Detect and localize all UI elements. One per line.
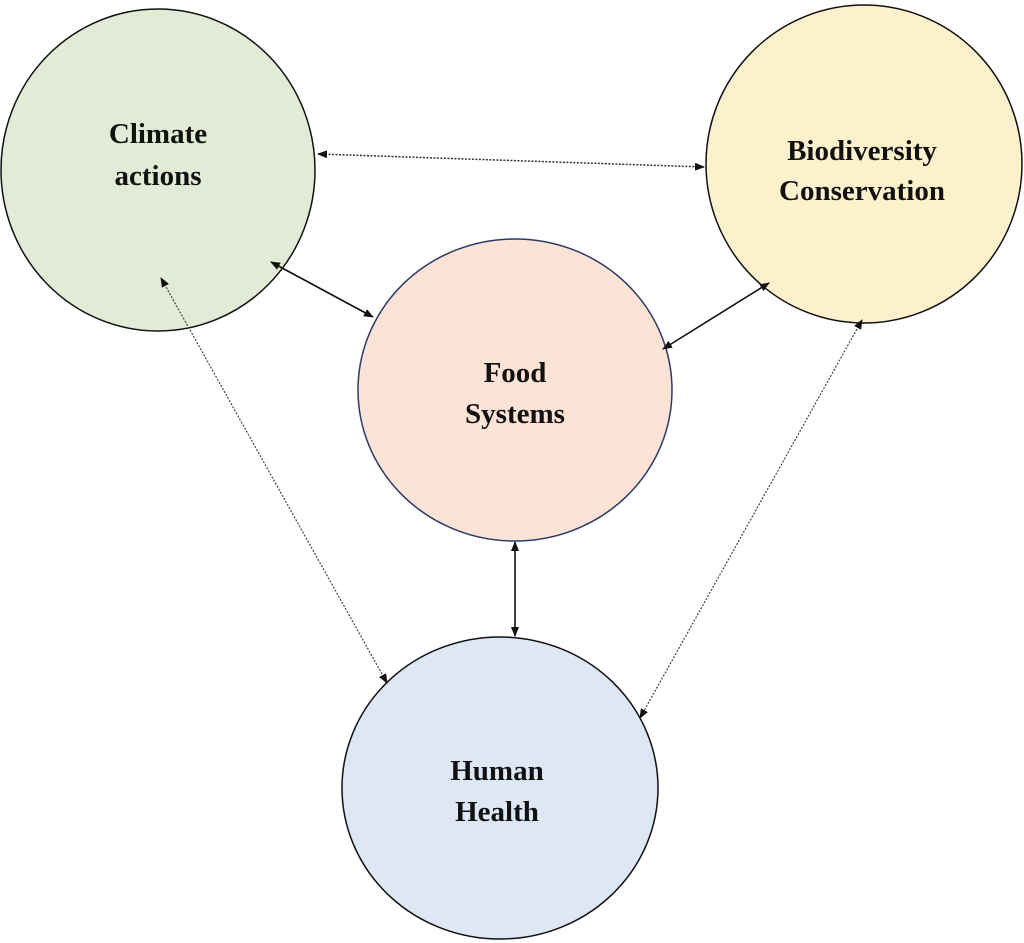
node-health-circle: [341, 636, 659, 940]
node-food-circle: [357, 238, 673, 542]
node-health-label-1: Human: [450, 755, 543, 787]
node-biodiversity-label-2: Conservation: [779, 175, 945, 207]
edge-biodiversity-food: [662, 282, 770, 350]
node-climate-label-2: actions: [115, 160, 202, 192]
node-food-label-1: Food: [484, 357, 547, 389]
node-biodiversity-label-1: Biodiversity: [787, 135, 937, 167]
edge-climate-food: [270, 261, 374, 318]
edge-biodiversity-health: [639, 319, 863, 719]
node-climate-label-1: Climate: [109, 118, 207, 150]
edge-climate-biodiversity: [317, 150, 705, 171]
edge-climate-health: [160, 277, 388, 684]
node-biodiversity-circle: [705, 4, 1023, 324]
node-climate-circle: [0, 8, 316, 332]
node-food-label-2: Systems: [465, 398, 565, 430]
node-health-label-2: Health: [455, 796, 539, 828]
